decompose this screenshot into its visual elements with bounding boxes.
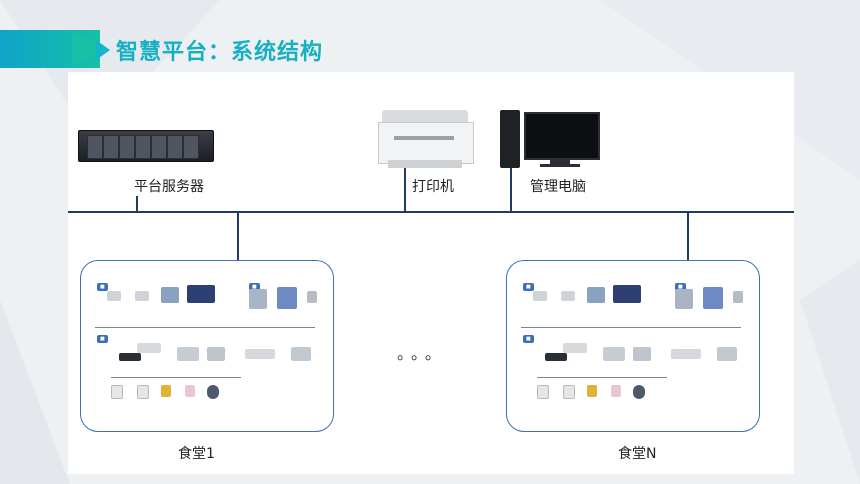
canteen1-connector [237,212,239,260]
gas-detector-icon [587,385,597,397]
gas-detector-icon [161,385,171,397]
photo-icon [291,347,311,361]
sensor-icon [611,385,621,397]
canteenN-connector [687,212,689,260]
printer-icon [378,110,474,170]
nvr-icon [671,349,701,359]
switch-icon [545,353,567,361]
photo-icon [249,289,267,309]
photo-icon [587,287,605,303]
dome-camera-icon [207,385,219,399]
server-label: 平台服务器 [134,179,204,195]
photo-icon [633,347,651,361]
canteen-1-label: 食堂1 [178,446,215,462]
camera-icon [561,291,575,301]
scale-icon [307,291,317,303]
canteen-n-box: ■ ■ ■ [506,260,760,432]
server-connector [136,196,138,212]
server-icon [78,130,214,162]
photo-icon [717,347,737,361]
sensor-icon [111,385,123,399]
sensor-icon [185,385,195,397]
cabinet-icon [277,287,297,309]
cabinet-icon [703,287,723,309]
screen-icon [613,285,641,303]
canteen-1-box: ■ ■ ■ [80,260,334,432]
switch-icon [119,353,141,361]
camera-icon [533,291,547,301]
camera-icon [135,291,149,301]
camera-icon [107,291,121,301]
printer-label: 打印机 [412,179,454,195]
nvr-icon [137,343,161,353]
monitor-icon [524,112,600,160]
photo-icon [177,347,199,361]
scale-icon [733,291,743,303]
photo-icon [603,347,625,361]
pc-tower-icon [500,110,520,168]
photo-icon [207,347,225,361]
photo-icon [675,289,693,309]
header-chevron-icon [96,40,110,60]
sensor-icon [537,385,549,399]
network-bus-line [68,211,794,213]
canteen-n-label: 食堂N [618,446,657,462]
dome-camera-icon [633,385,645,399]
sensor-icon [137,385,149,399]
screen-icon [187,285,215,303]
ellipsis-indicator: 。。。 [397,344,448,363]
nvr-icon [245,349,275,359]
photo-icon [161,287,179,303]
nvr-icon [563,343,587,353]
header-arrow-icon [72,30,100,68]
sensor-icon [563,385,575,399]
printer-connector [404,168,406,212]
page-title: 智慧平台：系统结构 [116,40,324,65]
pc-label: 管理电脑 [530,179,586,195]
pc-connector [510,168,512,212]
